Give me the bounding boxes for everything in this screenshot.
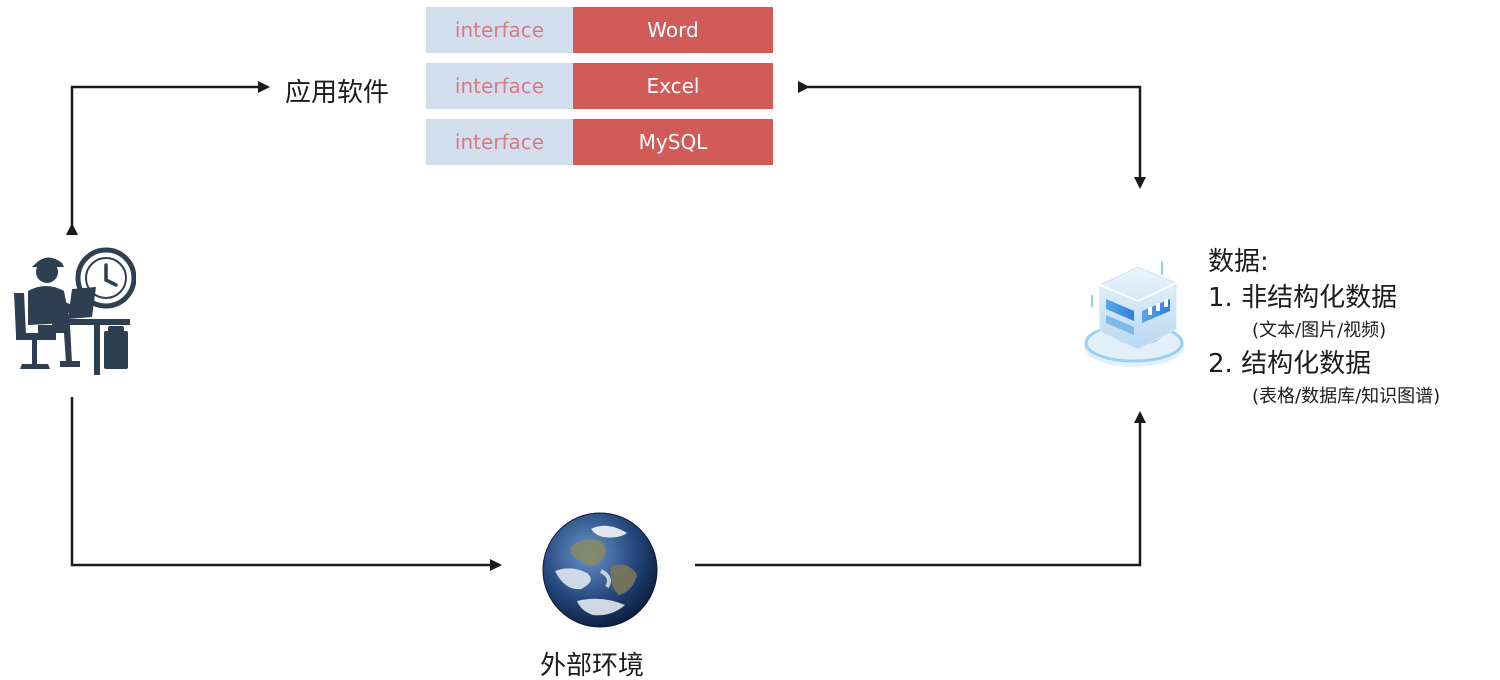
data-item-unstructured: 1. 非结构化数据 (1208, 283, 1398, 313)
database-server-icon (1078, 255, 1190, 375)
arrow-software-data (798, 81, 1146, 189)
arrow-environment-data (695, 411, 1146, 567)
software-row: interface Word (426, 7, 773, 53)
software-label: 应用软件 (285, 78, 390, 108)
data-item-structured-note: (表格/数据库/知识图谱) (1252, 386, 1441, 407)
person-at-desk-with-clock-icon (8, 243, 137, 382)
software-row: interface Excel (426, 63, 773, 109)
software-row: interface MySQL (426, 119, 773, 165)
app-cell: Excel (573, 63, 773, 109)
interface-cell: interface (426, 63, 573, 109)
data-item-structured: 2. 结构化数据 (1208, 349, 1372, 379)
interface-cell: interface (426, 7, 573, 53)
data-item-unstructured-note: (文本/图片/视频) (1252, 320, 1387, 341)
environment-label: 外部环境 (540, 651, 645, 680)
app-cell: Word (573, 7, 773, 53)
app-cell: MySQL (573, 119, 773, 165)
software-interface-table: interface Word interface Excel interface… (426, 7, 773, 165)
earth-globe-icon (541, 511, 659, 633)
data-description: 数据: 1. 非结构化数据 (文本/图片/视频) 2. 结构化数据 (表格/数据… (1208, 244, 1440, 412)
arrow-person-software (66, 81, 270, 235)
data-title: 数据: (1208, 247, 1269, 277)
arrow-person-environment (70, 397, 502, 571)
interface-cell: interface (426, 119, 573, 165)
